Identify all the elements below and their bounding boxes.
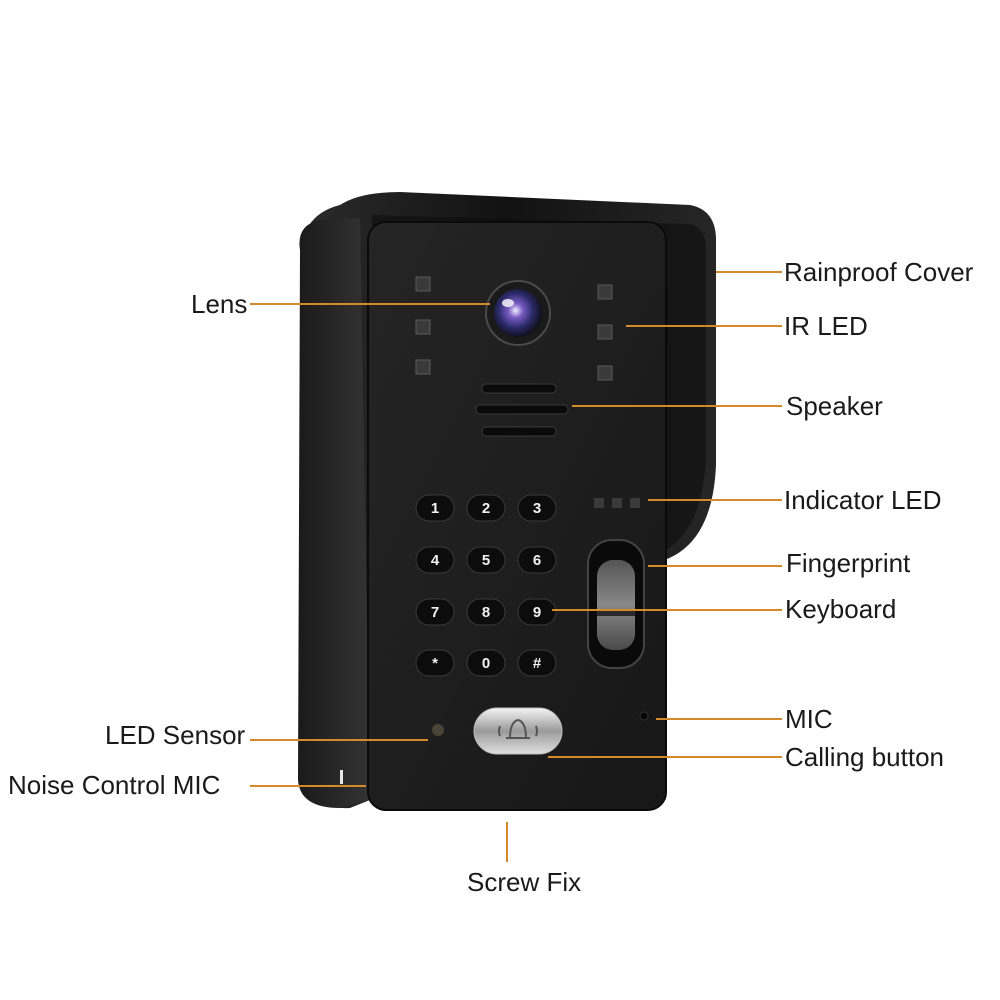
- keypad-key-hash[interactable]: #: [517, 649, 557, 677]
- keypad-key-label: 0: [482, 655, 490, 672]
- keypad-key-label: 6: [533, 552, 541, 569]
- keypad-key-label: 8: [482, 604, 490, 621]
- keypad-key-0[interactable]: 0: [466, 649, 506, 677]
- keypad-key-3[interactable]: 3: [517, 494, 557, 522]
- keypad-key-5[interactable]: 5: [466, 546, 506, 574]
- keypad-key-label: #: [533, 655, 542, 672]
- bell-icon: [498, 718, 538, 739]
- label-rainproof-cover: Rainproof Cover: [784, 257, 974, 287]
- fingerprint-sensor: [587, 539, 645, 669]
- keypad-key-2[interactable]: 2: [466, 494, 506, 522]
- label-indicator-led: Indicator LED: [784, 485, 942, 515]
- ir-led-left-2: [415, 319, 431, 335]
- keypad-key-label: 1: [431, 500, 439, 517]
- keypad-key-label: 5: [482, 552, 490, 569]
- keypad: 1 2 3 4 5 6 7 8 9 * 0 #: [415, 494, 557, 677]
- label-lens: Lens: [191, 289, 248, 319]
- keypad-key-label: 3: [533, 500, 541, 517]
- keypad-key-label: 4: [431, 552, 440, 569]
- led-sensor-dot: [432, 724, 444, 736]
- keypad-key-6[interactable]: 6: [517, 546, 557, 574]
- label-keyboard: Keyboard: [785, 594, 897, 624]
- speaker-grille: [475, 383, 569, 437]
- ir-led-left-1: [415, 276, 431, 292]
- ir-led-right-2: [597, 324, 613, 340]
- label-speaker: Speaker: [786, 391, 883, 421]
- label-fingerprint: Fingerprint: [786, 548, 911, 578]
- keypad-key-4[interactable]: 4: [415, 546, 455, 574]
- label-screw-fix: Screw Fix: [467, 867, 582, 897]
- keypad-key-1[interactable]: 1: [415, 494, 455, 522]
- keypad-key-label: 7: [431, 604, 439, 621]
- calling-button[interactable]: [473, 707, 563, 755]
- keypad-key-7[interactable]: 7: [415, 598, 455, 626]
- keypad-key-9[interactable]: 9: [517, 598, 557, 626]
- ir-led-right-3: [597, 365, 613, 381]
- label-ir-led: IR LED: [784, 311, 868, 341]
- keypad-key-8[interactable]: 8: [466, 598, 506, 626]
- label-mic: MIC: [785, 704, 833, 734]
- label-noise-control-mic: Noise Control MIC: [8, 770, 221, 800]
- keypad-key-star[interactable]: *: [415, 649, 455, 677]
- leader-lines: [250, 271, 782, 862]
- keypad-key-label: *: [432, 655, 438, 672]
- ir-led-left-3: [415, 359, 431, 375]
- label-calling-button: Calling button: [785, 742, 944, 772]
- keypad-key-label: 2: [482, 500, 490, 517]
- ir-led-group: [415, 276, 613, 381]
- keypad-key-label: 9: [533, 604, 541, 621]
- mic-hole: [639, 711, 649, 721]
- label-led-sensor: LED Sensor: [105, 720, 246, 750]
- indicator-led-group: [594, 498, 640, 508]
- ir-led-right-1: [597, 284, 613, 300]
- lens-shape: [485, 280, 551, 346]
- noise-control-mic-mark: [340, 770, 343, 784]
